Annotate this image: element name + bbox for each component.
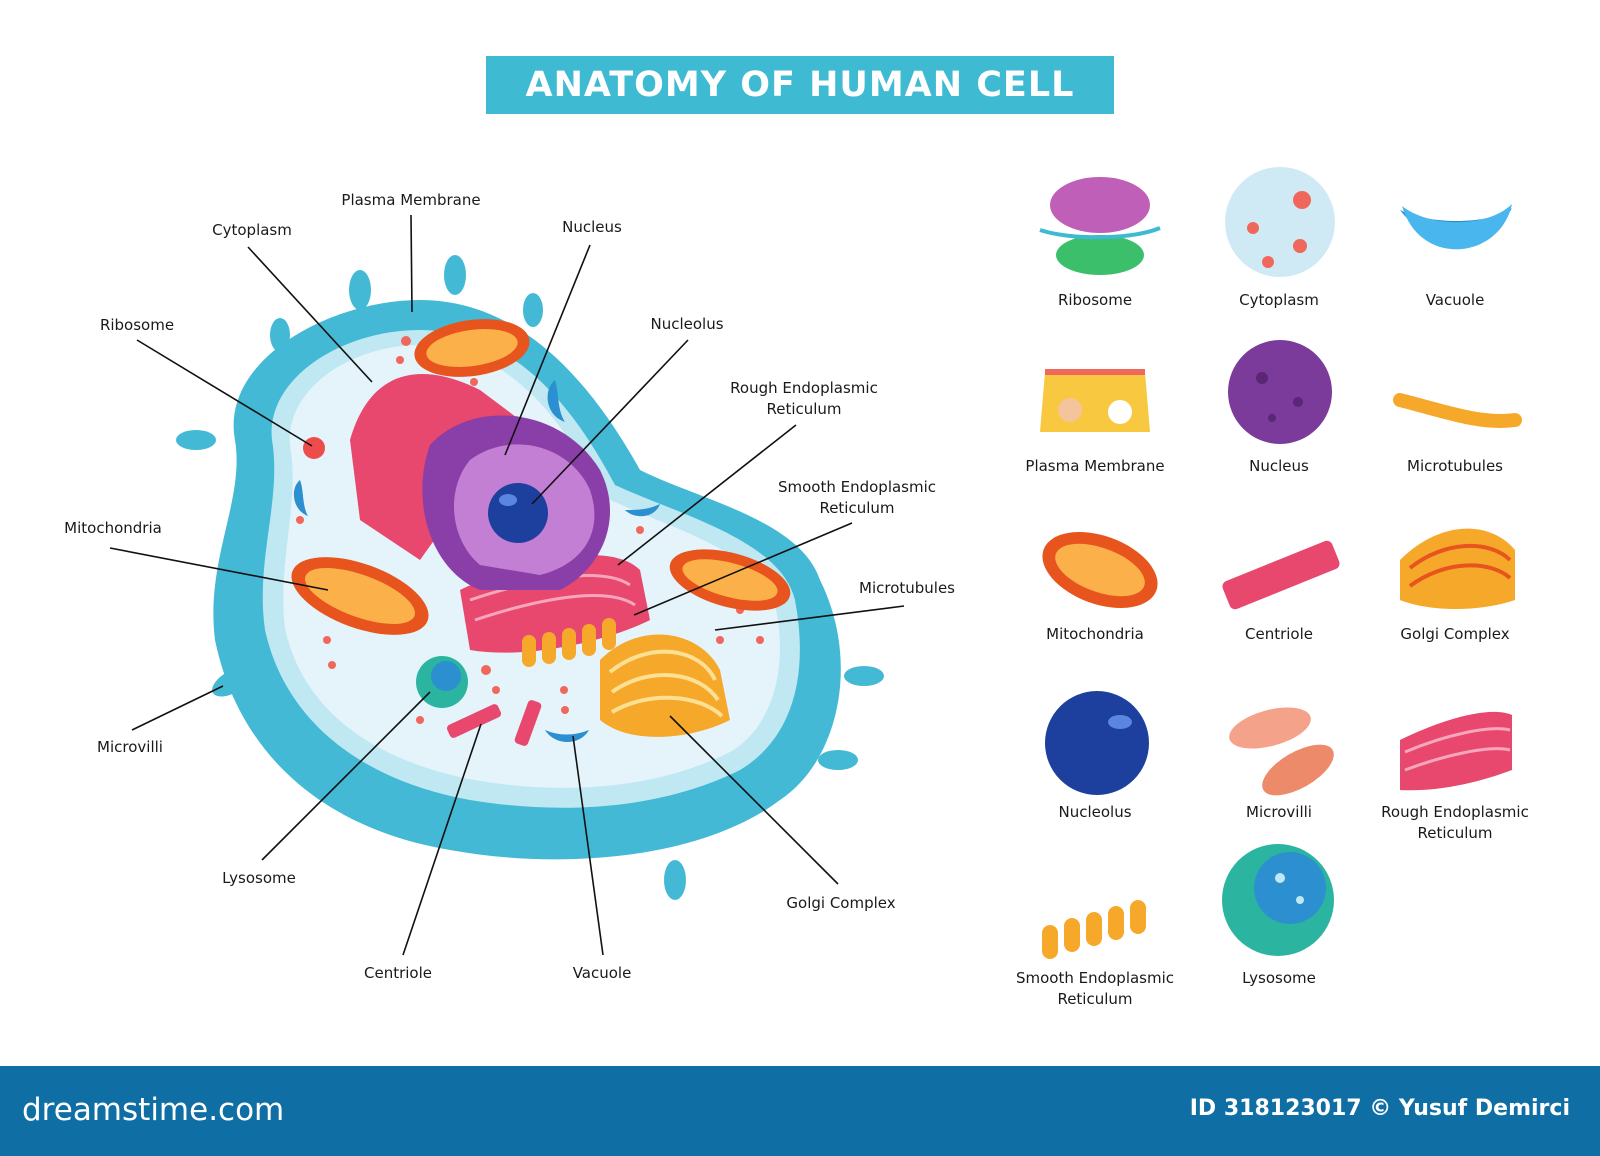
microtubules-icon [1393,393,1522,428]
legend-label-rough-er-line1: Rough Endoplasmic [1381,803,1529,821]
centriole-shapes [446,700,542,746]
label-rough-er-line2: Reticulum [766,400,842,418]
plasma-membrane-icon [1040,369,1150,432]
footer-bar: dreamstime.com ID 318123017 © Yusuf Demi… [0,1066,1600,1156]
legend-label-nucleolus: Nucleolus [1058,803,1132,821]
legend-label-rough-er: Rough Endoplasmic Reticulum [1381,802,1529,844]
nucleus-icon [1228,340,1332,444]
label-smooth-er: Smooth Endoplasmic Reticulum [778,477,936,519]
legend-label-ribosome: Ribosome [1057,291,1133,309]
nucleolus-shape [488,483,548,543]
legend-label-plasma-membrane: Plasma Membrane [1025,457,1165,475]
label-nucleolus: Nucleolus [650,315,724,333]
label-mitochondria: Mitochondria [64,519,162,537]
page-title: ANATOMY OF HUMAN CELL [525,65,1075,105]
golgi-shape [600,634,730,737]
leader-lines [109,214,905,956]
title-banner: ANATOMY OF HUMAN CELL [486,56,1114,114]
label-microvilli: Microvilli [97,738,163,756]
label-golgi-complex: Golgi Complex [786,894,896,912]
label-vacuole: Vacuole [572,964,632,982]
cell-diagram [109,214,905,956]
rough-er-icon [1400,711,1512,791]
legend-label-smooth-er-line2: Reticulum [1057,990,1133,1008]
legend-label-vacuole: Vacuole [1425,291,1485,309]
footer-credit: ID 318123017 © Yusuf Demirci [1189,1096,1570,1121]
label-microtubules: Microtubules [859,579,955,597]
label-nucleus: Nucleus [562,218,622,236]
legend-label-smooth-er-line1: Smooth Endoplasmic [1015,969,1175,987]
mitochondria-shape [291,319,791,635]
centriole-icon [1222,540,1340,610]
vacuole-shapes [293,380,660,742]
label-cytoplasm: Cytoplasm [212,221,292,239]
legend-label-nucleus: Nucleus [1249,457,1309,475]
label-rough-er: Rough Endoplasmic Reticulum [730,378,878,420]
lysosome-shape [416,656,468,708]
footer-brand[interactable]: dreamstime.com [22,1092,285,1128]
legend-label-centriole: Centriole [1245,625,1313,643]
legend-label-cytoplasm: Cytoplasm [1239,291,1319,309]
legend-label-microvilli: Microvilli [1246,803,1312,821]
label-rough-er-line1: Rough Endoplasmic [730,379,878,397]
cytoplasm-granules [296,336,764,724]
legend-icons [1039,167,1522,959]
vacuole-icon [1400,204,1512,250]
label-smooth-er-line2: Reticulum [819,499,895,517]
ribosome-shape [303,437,325,459]
smooth-er-icon [1042,900,1146,959]
mitochondria-icon [1042,532,1158,608]
ribosome-icon [1039,177,1161,275]
legend-label-lysosome: Lysosome [1242,969,1316,987]
legend-label-rough-er-line2: Reticulum [1417,824,1493,842]
nucleolus-icon [1045,691,1149,795]
lysosome-icon [1222,844,1334,956]
label-ribosome: Ribosome [99,316,175,334]
label-smooth-er-line1: Smooth Endoplasmic [777,478,937,496]
label-centriole: Centriole [364,964,432,982]
label-plasma-membrane: Plasma Membrane [341,191,481,209]
legend-label-smooth-er: Smooth Endoplasmic Reticulum [1016,968,1174,1010]
legend-label-microtubules: Microtubules [1407,457,1503,475]
smooth-er-shape [522,618,616,667]
golgi-icon [1400,528,1515,609]
label-lysosome: Lysosome [222,869,296,887]
legend-label-golgi-complex: Golgi Complex [1400,625,1510,643]
cytoplasm-icon [1225,167,1335,277]
microvilli-icon [1229,707,1334,796]
legend-label-mitochondria: Mitochondria [1046,625,1144,643]
